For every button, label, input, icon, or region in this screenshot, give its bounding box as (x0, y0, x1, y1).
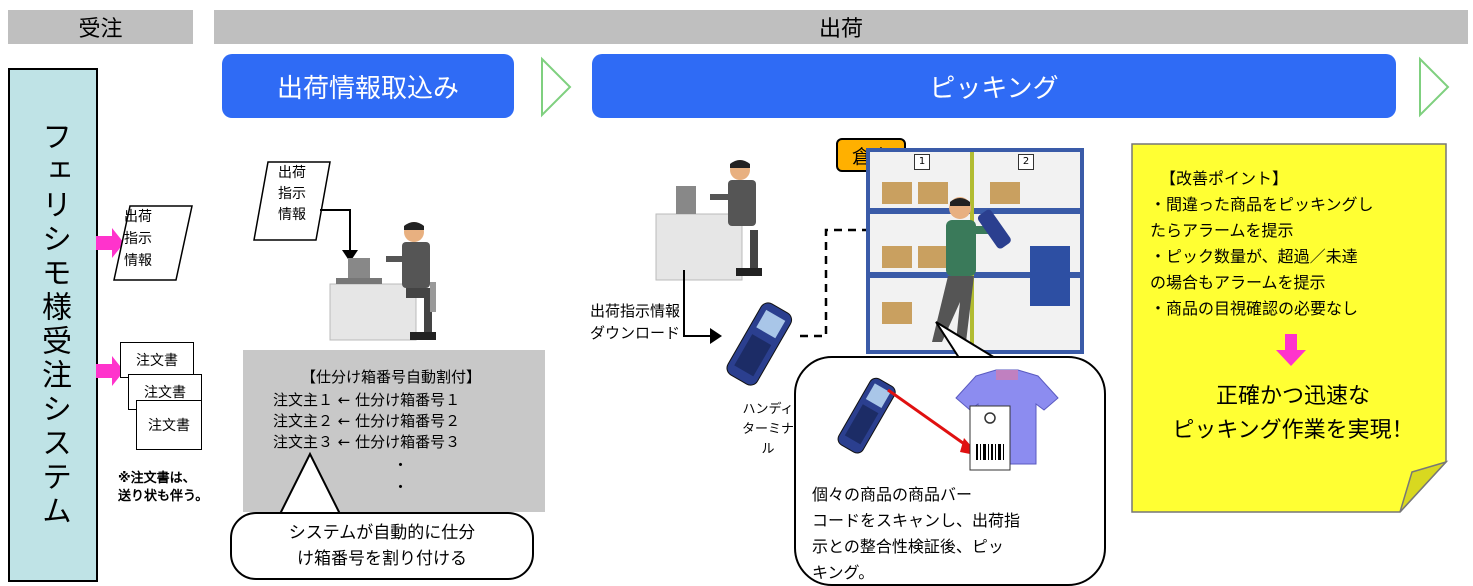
shelf-number-2: 2 (1018, 154, 1034, 170)
picking-callout-line-3: 示との整合性検証後、ピッ (812, 537, 1004, 556)
auto-assign-title: 【仕分け箱番号自動割付】 (301, 368, 482, 386)
ship-doc-line-2: 指示 (124, 231, 152, 247)
stage-import: 出荷情報取込み (222, 54, 514, 118)
box (882, 182, 912, 204)
picking-callout-line-2: コードをスキャンし、出荷指 (812, 511, 1021, 530)
handy-label-line-2: ターミナル (741, 422, 794, 457)
improvement-result: 正確かつ迅速な ピッキング作業を実現！ (1148, 380, 1438, 448)
box (918, 182, 948, 204)
box (918, 246, 948, 268)
order-doc-1-label: 注文書 (136, 353, 178, 369)
order-doc-2-label: 注文書 (144, 385, 186, 401)
picking-callout: 個々の商品の商品バー コードをスキャンし、出荷指 示との整合性検証後、ピッ キン… (794, 356, 1106, 586)
shelf-bar (870, 208, 1080, 214)
order-doc-3: 注文書 (136, 400, 202, 450)
improvement-points: 【改善ポイント】 ・間違った商品をピッキングし たらアラームを提示 ・ピック数量… (1150, 166, 1430, 322)
order-doc-note-line-2: 送り状も伴う。 (118, 489, 209, 504)
import-doc-arrow-icon (320, 209, 358, 262)
stage-chevron-1-icon (541, 56, 572, 118)
order-system-label: フェリシモ様受注システム (36, 121, 71, 529)
improvement-point: の場合もアラームを提示 (1150, 273, 1326, 292)
stage-picking-label: ピッキング (929, 73, 1059, 104)
download-arrow-icon (683, 270, 722, 344)
import-callout-tail-icon (278, 451, 342, 515)
improvement-point: たらアラームを提示 (1150, 221, 1294, 240)
assign-ellipsis-dot-1: ・ (393, 456, 409, 474)
picking-callout-text: 個々の商品の商品バー コードをスキャンし、出荷指 示との整合性検証後、ピッ キン… (812, 482, 1092, 586)
handy-label-line-1: ハンディ (742, 402, 794, 417)
import-callout-line-1: システムが自動的に仕分 (288, 523, 476, 543)
download-label: 出荷指示情報 ダウンロード (562, 300, 680, 344)
office-worker-icon (329, 222, 436, 341)
picking-office-worker-icon (655, 160, 762, 281)
ship-instruction-doc-text: 出荷 指示 情報 (124, 206, 174, 272)
box (990, 182, 1020, 204)
order-phase-label: 受注 (78, 17, 123, 42)
ship-doc-line-1: 出荷 (124, 209, 152, 225)
import-callout-line-2: け箱番号を割り付ける (297, 549, 467, 569)
cart (1030, 246, 1070, 306)
arrow-to-order-doc-icon (96, 356, 124, 386)
improvement-point: ・商品の目視確認の必要なし (1150, 299, 1359, 318)
picker-worker-icon (932, 197, 1011, 342)
auto-assign-rows: 注文主１ ← 仕分け箱番号１ 注文主２ ← 仕分け箱番号２ 注文主３ ← 仕分け… (273, 390, 460, 453)
order-doc-3-label: 注文書 (148, 418, 190, 434)
import-callout: システムが自動的に仕分 け箱番号を割り付ける (230, 512, 534, 580)
stage-import-label: 出荷情報取込み (276, 73, 459, 104)
auto-assign-panel: 【仕分け箱番号自動割付】 注文主１ ← 仕分け箱番号１ 注文主２ ← 仕分け箱番… (243, 350, 545, 512)
improvement-result-line-2: ピッキング作業を実現！ (1172, 418, 1414, 443)
shelf-bar (870, 272, 1080, 278)
shipping-phase-label: 出荷 (818, 17, 863, 42)
improvement-result-line-1: 正確かつ迅速な (1215, 384, 1370, 409)
assign-ellipsis: ・ ・ (393, 454, 408, 498)
import-doc-line-1: 出荷 (278, 165, 306, 181)
order-system-box: フェリシモ様受注システム (8, 68, 98, 582)
assign-row: 注文主３ ← 仕分け箱番号３ (273, 433, 461, 451)
box (882, 246, 912, 268)
download-label-line-2: ダウンロード (589, 324, 680, 342)
improvement-point: ・間違った商品をピッキングし (1150, 195, 1374, 214)
order-phase-bar: 受注 (8, 10, 193, 44)
order-doc-note-line-1: ※注文書は、 (118, 471, 196, 486)
assign-row: 注文主２ ← 仕分け箱番号２ (273, 412, 461, 430)
handy-terminal-icon (726, 302, 793, 386)
ship-doc-line-3: 情報 (124, 253, 152, 269)
order-doc-1: 注文書 (120, 342, 194, 378)
assign-row: 注文主１ ← 仕分け箱番号１ (273, 391, 461, 409)
ship-instruction-doc-shape (113, 205, 193, 281)
handy-terminal-label: ハンディ ターミナル (738, 400, 798, 460)
barcode-tag-icon (969, 405, 1011, 471)
stage-chevron-2-icon (1419, 56, 1450, 118)
order-doc-note: ※注文書は、 送り状も伴う。 (118, 470, 208, 506)
callout-scanner-icon (837, 377, 896, 454)
improvement-point: ・ピック数量が、超過／未達 (1150, 247, 1358, 266)
picking-callout-line-1: 個々の商品の商品バー (812, 485, 973, 504)
shelf-number-1: 1 (914, 154, 930, 170)
shipping-phase-bar: 出荷 (214, 10, 1468, 44)
assign-ellipsis-dot-2: ・ (393, 478, 409, 496)
import-doc-line-3: 情報 (278, 207, 306, 223)
import-doc-text: 出荷 指示 情報 (278, 163, 306, 226)
arrow-to-ship-doc-icon (96, 228, 124, 258)
box (882, 302, 912, 324)
import-doc-shape (253, 161, 331, 241)
improvement-title: 【改善ポイント】 (1160, 169, 1289, 188)
download-label-line-1: 出荷指示情報 (589, 302, 680, 320)
improvement-note-shape (1131, 143, 1449, 513)
down-arrow-icon (1276, 334, 1306, 366)
stage-picking: ピッキング (592, 54, 1396, 118)
import-doc-line-2: 指示 (278, 186, 306, 202)
picking-callout-line-4: キング。 (812, 563, 875, 582)
